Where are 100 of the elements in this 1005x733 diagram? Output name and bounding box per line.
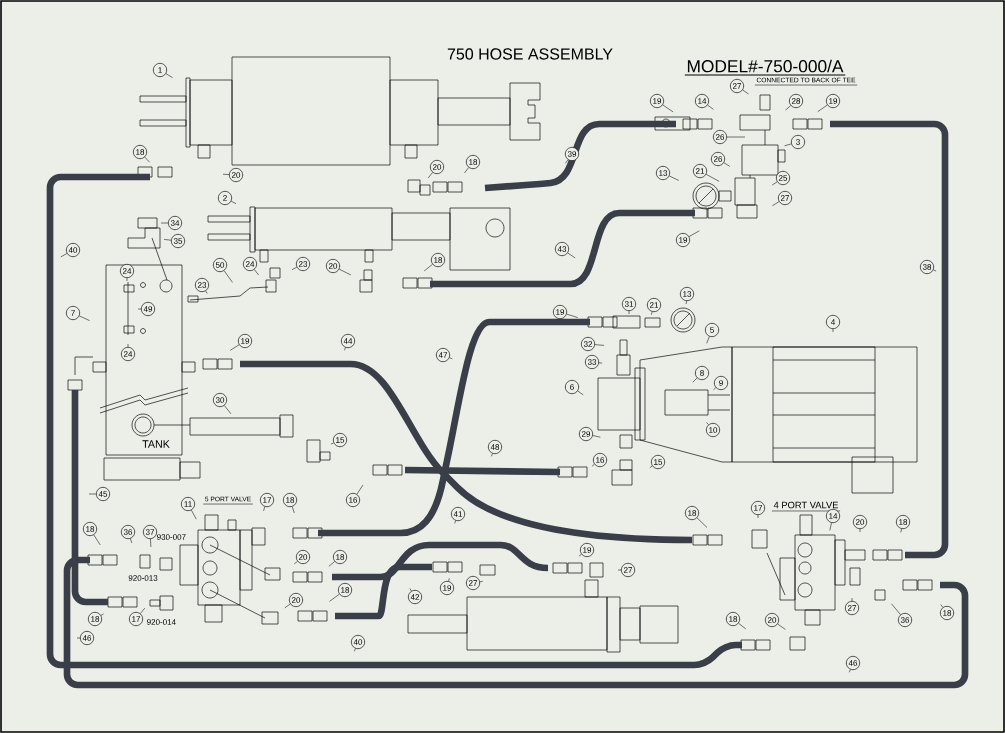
callout-number: 17 (129, 612, 143, 626)
callout-number: 16 (346, 493, 360, 507)
callout-number: 34 (168, 216, 182, 230)
callout-number: 19 (238, 334, 252, 348)
leader-line (222, 173, 230, 175)
callout-number: 14 (826, 509, 840, 523)
callout-number: 14 (695, 94, 709, 108)
callout-number: 28 (789, 94, 803, 108)
leader-line (777, 623, 786, 630)
tank-label: TANK (142, 440, 170, 448)
leader-line (567, 252, 576, 259)
leader-line (849, 669, 851, 673)
leader-line (566, 313, 579, 318)
leader-line (130, 538, 133, 544)
leader-line (933, 269, 937, 272)
leader-line (742, 89, 749, 95)
callout-number: 18 (940, 606, 954, 620)
leader-line (293, 561, 298, 565)
callout-number: 38 (920, 260, 934, 274)
callout-number: 18 (283, 493, 297, 507)
callout-number: 42 (408, 590, 422, 604)
callout-number: 1 (153, 63, 167, 77)
leader-line (144, 156, 150, 163)
leader-line (851, 597, 853, 602)
leader-line (738, 623, 747, 630)
callout-number: 17 (751, 501, 765, 515)
leader-line (706, 422, 709, 425)
valve-label: 4 PORT VALVE (771, 501, 841, 512)
callout-number: 15 (651, 455, 665, 469)
leader-line (565, 159, 569, 164)
leader-line (617, 569, 622, 571)
callout-number: 13 (680, 287, 694, 301)
callout-number: 8 (695, 366, 709, 380)
callout-number: 37 (143, 525, 157, 539)
callout-number: 32 (581, 337, 595, 351)
callout-number: 10 (706, 423, 720, 437)
leader-line (229, 344, 240, 351)
callout-number: 20 (430, 160, 444, 174)
leader-line (707, 104, 714, 110)
leader-line (772, 201, 780, 206)
callout-number: 20 (296, 550, 310, 564)
leader-line (692, 377, 698, 383)
leader-line (79, 315, 90, 321)
leader-line (713, 387, 717, 390)
leader-line (685, 300, 687, 305)
part-number: 930-007 (157, 534, 186, 540)
callout-number: 7 (66, 306, 80, 320)
title: 750 HOSE ASSEMBLY (445, 47, 615, 61)
callout-number: 20 (853, 515, 867, 529)
callout-number: 41 (451, 507, 465, 521)
leader-line (356, 484, 364, 495)
leader-line (284, 603, 291, 609)
leader-line (344, 347, 346, 351)
leader-line (454, 520, 456, 524)
leader-line (291, 266, 298, 270)
callout-number: 20 (289, 593, 303, 607)
callout-number: 26 (711, 152, 725, 166)
leader-line (291, 506, 295, 514)
leader-line (785, 105, 791, 111)
callout-number: 21 (693, 164, 707, 178)
callout-number: 3 (791, 135, 805, 149)
callout-number: 18 (333, 550, 347, 564)
leader-line (76, 637, 81, 639)
leader-line (224, 405, 232, 415)
leader-line (330, 442, 334, 445)
callout-number: 20 (326, 259, 340, 273)
leader-line (696, 517, 708, 528)
leader-line (263, 506, 266, 512)
callout-number: 49 (141, 302, 155, 316)
leader-line (409, 588, 412, 592)
callout-number: 48 (488, 440, 502, 454)
leader-line (427, 172, 433, 179)
leader-line (829, 522, 832, 531)
leader-line (165, 73, 173, 78)
callout-number: 21 (647, 298, 661, 312)
callout-number: 18 (431, 253, 445, 267)
callout-number: 19 (440, 581, 454, 595)
leader-line (137, 308, 142, 310)
callout-number: 18 (83, 522, 97, 536)
callout-number: 20 (765, 613, 779, 627)
part-number: 920-013 (128, 575, 158, 581)
leader-line (100, 613, 104, 616)
leader-line (591, 464, 595, 467)
callout-number: 18 (896, 515, 910, 529)
callout-number: 35 (171, 234, 185, 248)
callout-number: 36 (898, 613, 912, 627)
callout-number: 24 (243, 257, 257, 271)
callout-number: 19 (826, 94, 840, 108)
leader-line (891, 603, 901, 615)
callout-number: 13 (656, 166, 670, 180)
leader-line (817, 104, 828, 112)
callout-number: 19 (650, 94, 664, 108)
leader-line (354, 648, 356, 652)
leader-line (160, 222, 169, 224)
callout-number: 27 (730, 79, 744, 93)
callout-number: 27 (845, 601, 859, 615)
callout-number: 2 (218, 191, 232, 205)
leader-line (651, 311, 653, 315)
leader-line (328, 561, 335, 567)
callout-number: 44 (341, 334, 355, 348)
